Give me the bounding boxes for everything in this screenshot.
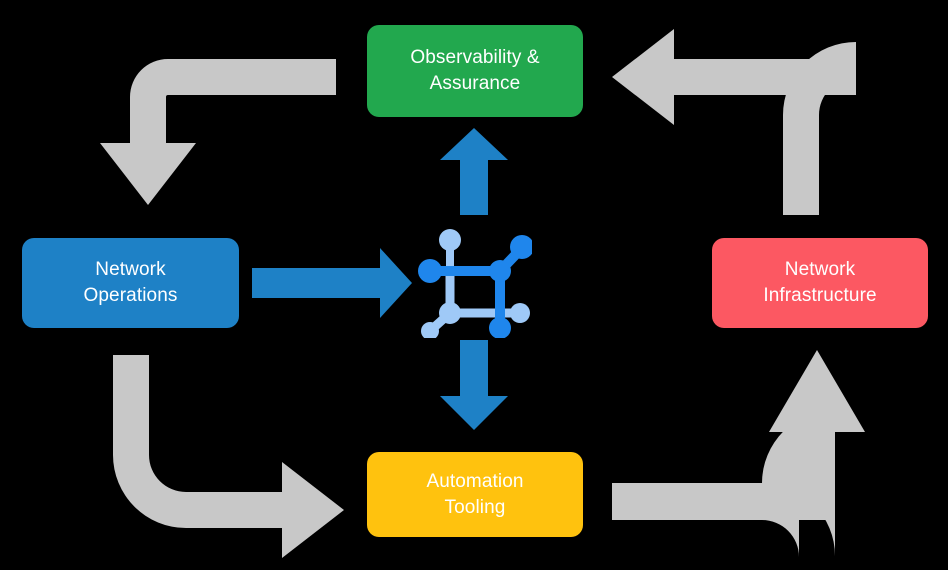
- arrow-observability-to-operations: [100, 59, 336, 205]
- arrow-automation-to-infrastructure-body: [612, 520, 799, 557]
- network-mesh-nodes: [418, 229, 532, 338]
- arrow-operations-to-hub: [252, 248, 412, 318]
- node-box-network-operations[interactable]: Network Operations: [22, 238, 239, 328]
- arrow-automation-to-infrastructure-shape: [612, 410, 835, 520]
- arrow-automation-to-infrastructure-head: [769, 350, 865, 520]
- arrow-operations-to-automation: [113, 355, 344, 558]
- network-mesh-icon: [418, 229, 532, 338]
- node-label-network-operations: Network Operations: [83, 259, 178, 306]
- arrow-infrastructure-to-observability-head: [612, 29, 856, 125]
- node-box-automation-tooling[interactable]: Automation Tooling: [367, 452, 583, 537]
- arrow-hub-to-automation: [440, 340, 508, 430]
- node-label-automation-tooling: Automation Tooling: [426, 470, 524, 518]
- node-box-network-infrastructure[interactable]: Network Infrastructure: [712, 238, 928, 328]
- node-label-network-infrastructure: Network Infrastructure: [763, 259, 877, 306]
- node-label-observability: Observability & Assurance: [410, 47, 540, 94]
- arrow-hub-to-observability: [440, 128, 508, 215]
- node-box-observability[interactable]: Observability & Assurance: [367, 25, 583, 117]
